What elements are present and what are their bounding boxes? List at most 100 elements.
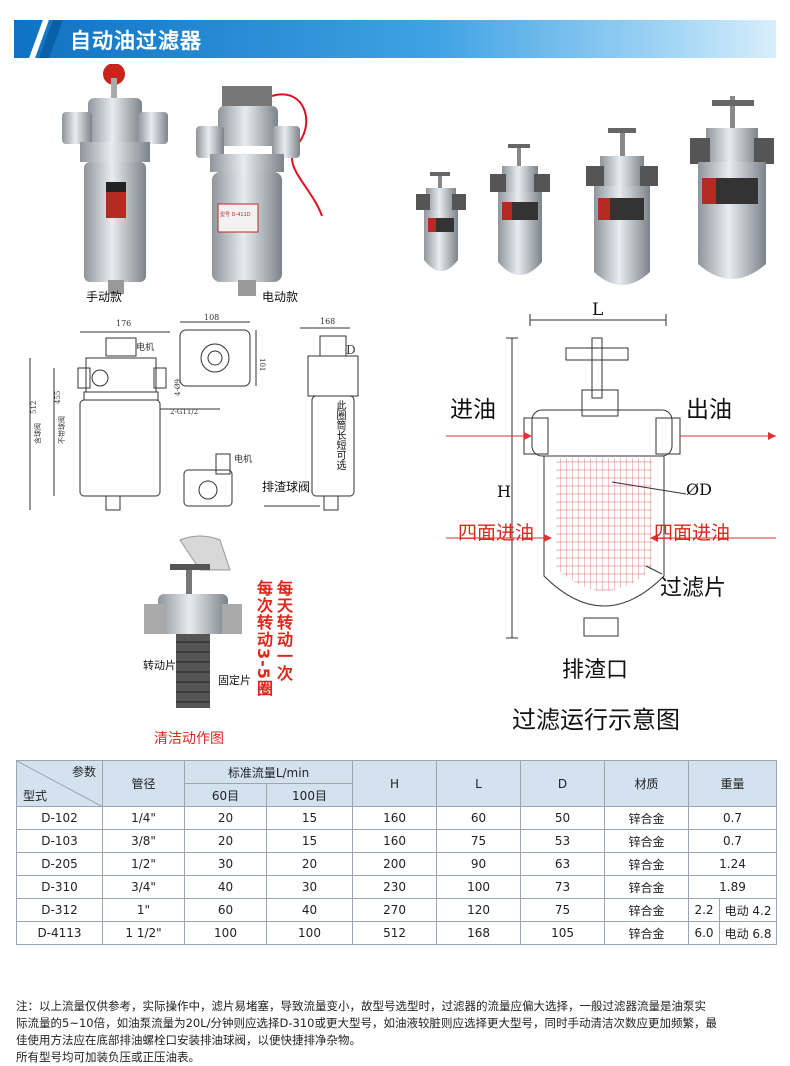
electric-filter-photo: 型号 D-411D <box>196 86 323 296</box>
dim-176: 176 <box>116 319 131 328</box>
mesh100-header-cell: 100目 <box>265 783 354 807</box>
cell-f100: 30 <box>265 875 354 899</box>
dim-108: 108 <box>204 314 219 322</box>
cell-weight: 6.0 电动 6.8 <box>688 921 778 945</box>
cell-model: D-102 <box>16 806 103 830</box>
cleaning-figure <box>144 535 242 708</box>
l-header: L <box>475 776 482 791</box>
mesh60-header-cell: 60目 <box>184 783 267 807</box>
note-line-1: 注：以上流量仅供参考，实际操作中，滤片易堵塞，导致流量变小，故型号选型时，过滤器… <box>16 999 706 1013</box>
notes: 注：以上流量仅供参考，实际操作中，滤片易堵塞，导致流量变小，故型号选型时，过滤器… <box>16 998 776 1066</box>
param-model-header: 参数 型式 <box>16 760 103 807</box>
cell-model: D-103 <box>16 829 103 853</box>
cell-H: 512 <box>352 921 438 945</box>
cleaning-caption: 清洁动作图 <box>154 731 224 747</box>
cell-f100: 20 <box>265 852 354 876</box>
rotate-piece-label: 转动片 <box>143 659 176 672</box>
cell-L: 90 <box>436 852 522 876</box>
side-label-1: 含球阀 <box>33 423 42 444</box>
dim-168: 168 <box>320 317 335 326</box>
manual-label: 手动款 <box>86 290 123 304</box>
cell-model: D-205 <box>16 852 103 876</box>
cell-f60: 20 <box>184 829 267 853</box>
section-header: 自动油过滤器 <box>14 20 776 58</box>
motor-label-2: 电机 <box>234 453 252 465</box>
material-header-cell: 材质 <box>604 760 690 807</box>
cell-pipe: 3/4" <box>102 875 185 899</box>
cell-weight: 1.24 <box>688 852 778 876</box>
cell-pipe: 1 1/2" <box>102 921 185 945</box>
vertical-note: 此圈筒长短可选 <box>334 400 345 470</box>
weight-manual: 2.2 <box>694 903 714 917</box>
dim-101: 101 <box>258 358 266 371</box>
schematic-caption: 过滤运行示意图 <box>512 706 680 734</box>
port-label: 2-G11/2 <box>170 408 198 416</box>
cell-mat: 锌合金 <box>604 852 690 876</box>
h-header: H <box>390 776 400 791</box>
cell-mat: 锌合金 <box>604 829 690 853</box>
param-label: 参数 <box>71 765 96 779</box>
cell-L: 60 <box>436 806 522 830</box>
cell-mat: 锌合金 <box>604 921 690 945</box>
cell-L: 75 <box>436 829 522 853</box>
cell-L: 120 <box>436 898 522 922</box>
h-header-cell: H <box>352 760 438 807</box>
oil-in-label: 进油 <box>450 397 496 423</box>
cell-model: D-4113 <box>16 921 103 945</box>
dim-D: ØD <box>686 480 712 499</box>
cell-pipe: 1" <box>102 898 185 922</box>
filter-lineup-photo <box>416 96 774 285</box>
cell-f100: 15 <box>265 806 354 830</box>
cell-D: 75 <box>520 898 606 922</box>
section-title: 自动油过滤器 <box>70 29 202 53</box>
cell-model: D-312 <box>16 898 103 922</box>
drain-label: 排渣口 <box>562 658 629 683</box>
cell-pipe: 1/4" <box>102 806 185 830</box>
cell-weight: 0.7 <box>688 806 778 830</box>
mesh60-header: 60目 <box>211 788 240 803</box>
side-label-2: 不带球阀 <box>57 416 66 444</box>
dim-512: 512 <box>30 401 38 414</box>
cell-f60: 100 <box>184 921 267 945</box>
weight-header-cell: 重量 <box>688 760 778 807</box>
weight-electric: 电动 4.2 <box>719 899 776 921</box>
note-line-2: 际流量的5~10倍，如油泵流量为20L/分钟则应选择D-310或更大型号，如油液… <box>16 1016 717 1030</box>
cell-H: 160 <box>352 829 438 853</box>
filter-piece-label: 过滤片 <box>660 576 727 601</box>
electric-label: 电动款 <box>262 290 299 304</box>
filter-schematic <box>446 314 776 639</box>
cell-weight: 0.7 <box>688 829 778 853</box>
weight-electric: 电动 6.8 <box>719 922 776 944</box>
flow-header-cell: 标准流量L/min <box>183 760 354 784</box>
cell-model: D-310 <box>16 875 103 899</box>
spec-table: 参数 型式 管径 标准流量L/min H L D 材质 重量 60目 100目 … <box>16 760 778 945</box>
fixed-piece-label: 固定片 <box>218 674 251 687</box>
rotation-note-daily: 每天转动一次 <box>274 580 293 682</box>
cell-f100: 40 <box>265 898 354 922</box>
cell-D: 63 <box>520 852 606 876</box>
cell-f100: 100 <box>265 921 354 945</box>
technical-drawing: 176 电机 2-G11/2 455 512 含球阀 不带球阀 108 101 … <box>29 314 359 511</box>
cell-H: 270 <box>352 898 438 922</box>
cell-f100: 15 <box>265 829 354 853</box>
d-header: D <box>557 776 568 791</box>
four-side-right: 四面进油 <box>654 522 731 544</box>
valve-label: 排渣球阀 <box>262 480 311 494</box>
cell-H: 200 <box>352 852 438 876</box>
dim-455: 455 <box>54 391 62 404</box>
weight-manual: 6.0 <box>694 926 714 940</box>
cell-mat: 锌合金 <box>604 806 690 830</box>
pipe-header-cell: 管径 <box>102 760 185 807</box>
four-side-left: 四面进油 <box>458 522 535 544</box>
rotation-note-turns: 每次转动3-5圈 <box>254 580 273 697</box>
dim-H: H <box>497 482 511 501</box>
l-header-cell: L <box>436 760 522 807</box>
cell-weight: 1.89 <box>688 875 778 899</box>
d-header-cell: D <box>520 760 606 807</box>
